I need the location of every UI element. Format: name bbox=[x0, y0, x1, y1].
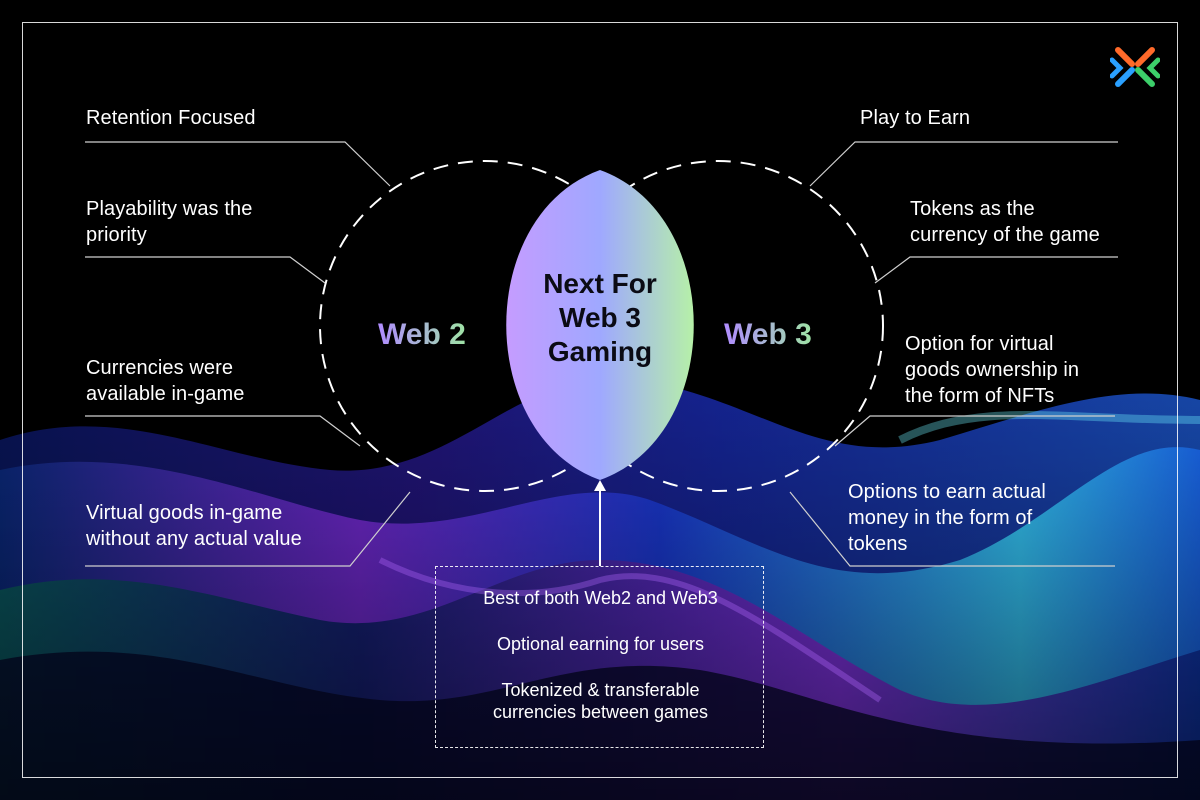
web2-point-4-line-2: without any actual value bbox=[86, 528, 302, 550]
web3-point-4-line-3: tokens bbox=[848, 533, 908, 555]
web2-point-2: Playability was the priority bbox=[86, 196, 252, 248]
center-title: Next For Web 3 Gaming bbox=[515, 267, 685, 369]
web2-point-3-line-1: Currencies were bbox=[86, 357, 234, 379]
intersection-lens bbox=[506, 170, 694, 480]
web3-point-2-line-1: Tokens as the bbox=[910, 198, 1035, 220]
web2-point-2-line-1: Playability was the bbox=[86, 198, 253, 220]
center-title-line-1: Next For bbox=[543, 268, 657, 299]
web3-point-4-line-2: money in the form of bbox=[848, 507, 1033, 529]
web2-point-1-line: Retention Focused bbox=[86, 107, 256, 129]
web3-point-3-line-3: the form of NFTs bbox=[905, 385, 1055, 407]
web2-point-2-line-2: priority bbox=[86, 224, 147, 246]
web3-point-2-line-2: currency of the game bbox=[910, 224, 1100, 246]
web2-point-4: Virtual goods in-game without any actual… bbox=[86, 500, 302, 552]
web3-point-4: Options to earn actual money in the form… bbox=[848, 479, 1046, 557]
box-item-3: Tokenized & transferable currencies betw… bbox=[436, 679, 765, 723]
web3-label: Web 3 bbox=[724, 318, 812, 351]
x-arrows-logo-icon bbox=[1110, 47, 1160, 87]
box-item-3-line-1: Tokenized & transferable bbox=[501, 680, 700, 700]
web2-point-1: Retention Focused bbox=[86, 105, 256, 131]
web3-point-1-line: Play to Earn bbox=[860, 107, 971, 129]
box-item-1: Best of both Web2 and Web3 bbox=[436, 587, 765, 609]
web3-point-3: Option for virtual goods ownership in th… bbox=[905, 331, 1079, 409]
web3-point-2: Tokens as the currency of the game bbox=[910, 196, 1100, 248]
box-item-3-line-2: currencies between games bbox=[492, 702, 709, 722]
web2-point-4-line-1: Virtual goods in-game bbox=[86, 502, 283, 524]
center-title-line-2: Web 3 bbox=[559, 302, 641, 333]
box-item-2-line: Optional earning for users bbox=[496, 634, 705, 654]
outer-frame bbox=[22, 22, 1178, 778]
web2-label: Web 2 bbox=[378, 318, 466, 351]
web3-point-3-line-1: Option for virtual bbox=[905, 333, 1054, 355]
web3-circle bbox=[552, 160, 884, 492]
web3-point-1: Play to Earn bbox=[860, 105, 970, 131]
box-item-1-line: Best of both Web2 and Web3 bbox=[483, 588, 718, 608]
web3-point-4-line-1: Options to earn actual bbox=[848, 481, 1046, 503]
web2-point-3-line-2: available in-game bbox=[86, 383, 245, 405]
center-title-line-3: Gaming bbox=[547, 336, 653, 367]
web2-point-3: Currencies were available in-game bbox=[86, 355, 244, 407]
web3-point-3-line-2: goods ownership in bbox=[905, 359, 1080, 381]
connector-arrow bbox=[594, 480, 606, 566]
next-for-web3-box: Best of both Web2 and Web3 Optional earn… bbox=[435, 566, 764, 748]
box-item-2: Optional earning for users bbox=[436, 633, 765, 655]
connector-lines bbox=[85, 141, 1118, 567]
